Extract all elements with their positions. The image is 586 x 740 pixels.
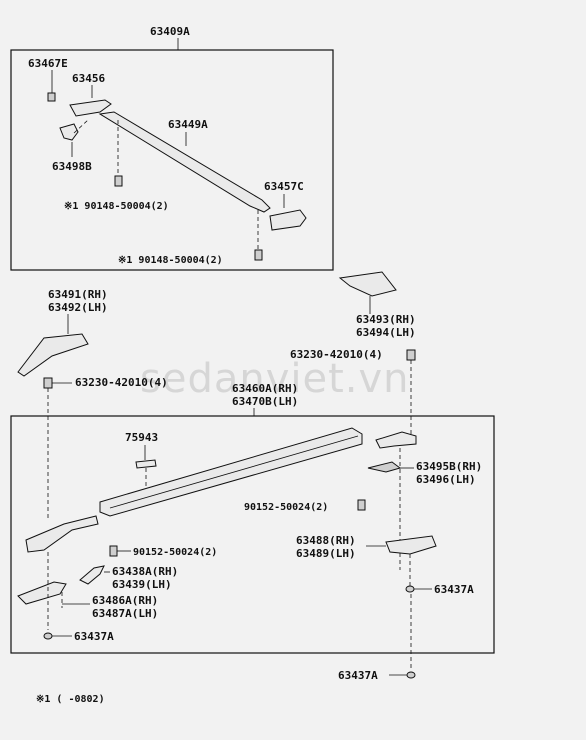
label-63449A: 63449A bbox=[168, 118, 208, 131]
label-75943: 75943 bbox=[125, 431, 158, 444]
label-bolt-mid-2: 90152-50024(2) bbox=[133, 547, 217, 558]
label-bolt-upper-2: ※1 90148-50004(2) bbox=[118, 255, 223, 266]
label-bolt-mid-1: 90152-50024(2) bbox=[244, 502, 328, 513]
clip-63438A bbox=[79, 565, 105, 585]
label-63437A-bottom: 63437A bbox=[338, 669, 378, 682]
label-63488: 63488(RH) bbox=[296, 534, 356, 547]
label-63486A: 63486A(RH) bbox=[92, 594, 158, 607]
support-63495B bbox=[367, 461, 402, 473]
bracket-63456 bbox=[69, 99, 112, 117]
dash-63498B bbox=[73, 119, 89, 134]
label-63409A: 63409A bbox=[150, 25, 190, 38]
label-63437A-right: 63437A bbox=[434, 583, 474, 596]
bolt-upper-1 bbox=[114, 175, 123, 187]
rail-cover-63449A bbox=[98, 111, 271, 213]
rail-edge-line bbox=[109, 435, 359, 509]
label-63457C: 63457C bbox=[264, 180, 304, 193]
bolt-mid-2 bbox=[109, 545, 118, 557]
label-63487A: 63487A(LH) bbox=[92, 607, 158, 620]
watermark: sedanviet.vn bbox=[140, 356, 410, 402]
label-screw-right: 63230-42010(4) bbox=[290, 348, 383, 361]
label-63437A-left: 63437A bbox=[74, 630, 114, 643]
cap-63498B bbox=[59, 123, 79, 141]
label-screw-left: 63230-42010(4) bbox=[75, 376, 168, 389]
label-63493: 63493(RH) bbox=[356, 313, 416, 326]
label-63498B: 63498B bbox=[52, 160, 92, 173]
label-63439: 63439(LH) bbox=[112, 578, 172, 591]
roof-rail-63460A bbox=[99, 427, 363, 517]
lower-assembly-box bbox=[10, 415, 495, 654]
end-piece-left bbox=[25, 515, 99, 553]
end-cover-63493 bbox=[338, 271, 397, 297]
label-63494: 63494(LH) bbox=[356, 326, 416, 339]
label-63489: 63489(LH) bbox=[296, 547, 356, 560]
label-63492: 63492(LH) bbox=[48, 301, 108, 314]
bolt-upper-2 bbox=[254, 249, 263, 261]
label-63460A: 63460A(RH) bbox=[232, 382, 298, 395]
clip-63467E bbox=[47, 92, 56, 102]
label-63496: 63496(LH) bbox=[416, 473, 476, 486]
bracket-63488 bbox=[385, 535, 437, 555]
label-63470B: 63470B(LH) bbox=[232, 395, 298, 408]
label-plate-75943 bbox=[135, 459, 157, 469]
washer-bottom bbox=[406, 671, 416, 679]
label-63467E: 63467E bbox=[28, 57, 68, 70]
bracket-63495B bbox=[375, 431, 417, 449]
base-63486A bbox=[17, 581, 67, 605]
upper-assembly-box bbox=[10, 49, 334, 271]
end-cover-63491 bbox=[17, 333, 89, 377]
label-63491: 63491(RH) bbox=[48, 288, 108, 301]
washer-right bbox=[405, 585, 415, 593]
label-63456: 63456 bbox=[72, 72, 105, 85]
screw-right bbox=[406, 349, 416, 361]
label-63438A: 63438A(RH) bbox=[112, 565, 178, 578]
label-63495B: 63495B(RH) bbox=[416, 460, 482, 473]
label-bolt-upper-1: ※1 90148-50004(2) bbox=[64, 201, 169, 212]
washer-left bbox=[43, 632, 53, 640]
bolt-mid-1 bbox=[357, 499, 366, 511]
end-cap-63457C bbox=[269, 209, 307, 231]
screw-left bbox=[43, 377, 53, 389]
footnote: ※1 ( -0802) bbox=[36, 694, 105, 705]
